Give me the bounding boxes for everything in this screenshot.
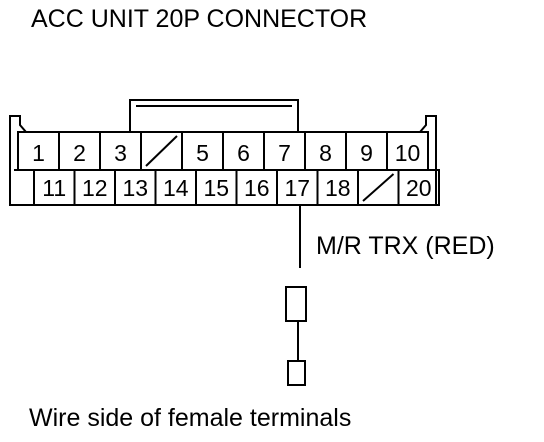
bottom-cavity-14: 14 <box>154 169 197 206</box>
top-cavity-9: 9 <box>345 131 388 171</box>
bottom-cavity-13: 13 <box>114 169 157 206</box>
bottom-cavity-17: 17 <box>276 169 319 206</box>
pin-number: 13 <box>122 175 148 201</box>
top-cavity-3: 3 <box>99 131 142 171</box>
pin-number: 18 <box>325 175 351 201</box>
top-cavity-5: 5 <box>181 131 224 171</box>
wire-label: M/R TRX (RED) <box>316 232 495 260</box>
pin-number: 12 <box>82 175 108 201</box>
top-cavity-blank <box>140 131 183 171</box>
connector-bottom-row: 11 12 13 14 15 16 17 18 20 <box>33 169 440 206</box>
pin-number: 16 <box>244 175 270 201</box>
top-cavity-1: 1 <box>17 131 60 171</box>
connector-title: ACC UNIT 20P CONNECTOR <box>31 5 368 33</box>
top-cavity-2: 2 <box>58 131 101 171</box>
pin-number: 1 <box>32 140 45 166</box>
pin-number: 14 <box>163 175 189 201</box>
pin-number: 7 <box>278 140 291 166</box>
pin-number: 15 <box>203 175 229 201</box>
pin-number: 6 <box>237 140 250 166</box>
blank-cavity-slash <box>362 173 395 202</box>
pin-number: 10 <box>395 140 421 166</box>
top-cavity-10: 10 <box>386 131 429 171</box>
top-cavity-7: 7 <box>263 131 306 171</box>
pin-number: 5 <box>196 140 209 166</box>
bottom-cavity-20: 20 <box>397 169 440 206</box>
pin-number: 17 <box>284 175 310 201</box>
bottom-cavity-12: 12 <box>73 169 116 206</box>
bottom-cavity-11: 11 <box>33 169 76 206</box>
bottom-cavity-18: 18 <box>316 169 359 206</box>
blank-cavity-slash <box>145 135 178 167</box>
probe-tip <box>287 360 306 386</box>
pin-number: 3 <box>114 140 127 166</box>
pin-number: 8 <box>319 140 332 166</box>
bottom-cavity-16: 16 <box>235 169 278 206</box>
bottom-cavity-blank <box>357 169 400 206</box>
diagram-caption: Wire side of female terminals <box>29 404 352 432</box>
connector-lock-tab <box>129 99 299 132</box>
pin-number: 11 <box>42 175 66 201</box>
pin-number: 2 <box>73 140 86 166</box>
bottom-cavity-15: 15 <box>195 169 238 206</box>
top-cavity-8: 8 <box>304 131 347 171</box>
top-cavity-6: 6 <box>222 131 265 171</box>
pin-number: 9 <box>360 140 373 166</box>
pin-number: 20 <box>406 175 432 201</box>
probe-body <box>285 286 307 322</box>
connector-top-row: 1 2 3 5 6 7 8 9 10 <box>17 131 429 171</box>
